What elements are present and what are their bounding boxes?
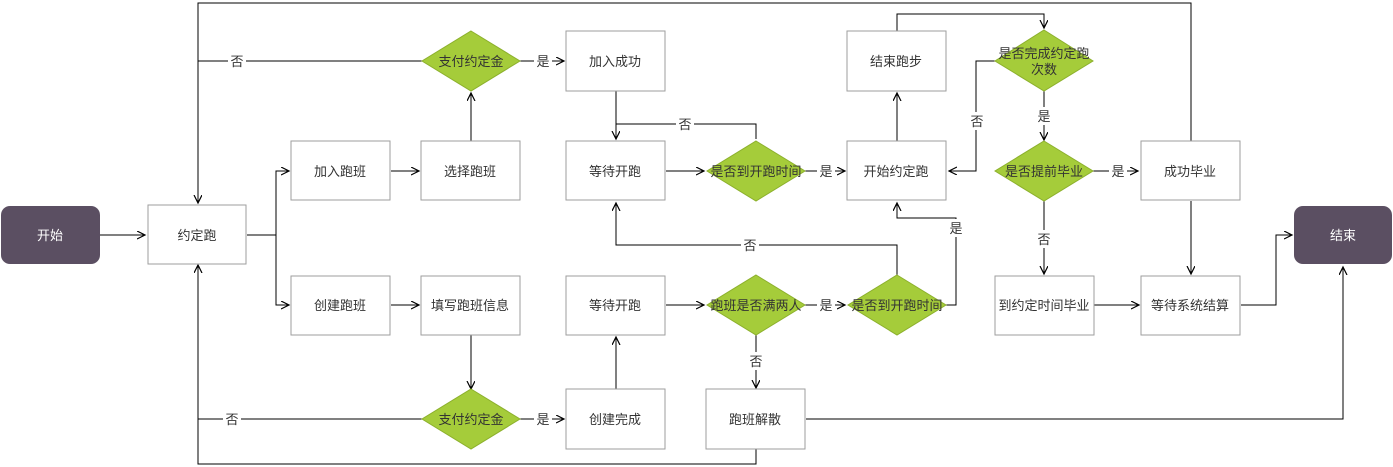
label-runtime-no-top: 否 <box>678 118 691 133</box>
edge-end-running-to-completed <box>896 13 1044 31</box>
join-class-label: 加入跑班 <box>314 165 366 180</box>
edge-appointment-to-create <box>275 235 289 305</box>
start-node: 开始 <box>1 206 100 264</box>
label-completed-yes: 是 <box>1037 110 1050 125</box>
end-running-box <box>846 30 947 92</box>
wait-start-top-box <box>565 140 666 201</box>
pay-deposit-top-diamond <box>421 30 521 92</box>
label-pay-yes-bottom: 是 <box>536 413 549 428</box>
join-success-box <box>565 30 666 92</box>
graduate-success-box <box>1140 140 1241 201</box>
edge-appointment-to-join <box>247 171 289 236</box>
create-class-box <box>290 275 391 336</box>
start-label: 开始 <box>37 229 63 244</box>
class-disband-box <box>705 388 806 450</box>
create-done-box <box>565 388 666 450</box>
start-appointment-run-label: 开始约定跑 <box>863 165 928 180</box>
edge-settle-to-end <box>1241 235 1292 306</box>
label-pay-no-top: 否 <box>230 55 243 70</box>
start-appointment-run-box <box>846 140 947 201</box>
edge-runtime-bottom-yes-to-start <box>897 203 957 306</box>
create-class-label: 创建跑班 <box>314 299 366 314</box>
join-success-label: 加入成功 <box>589 55 641 70</box>
label-runtime-no-bottom: 否 <box>743 239 756 254</box>
label-pay-yes-top: 是 <box>536 55 549 70</box>
join-class-box <box>290 140 391 201</box>
end-node: 结束 <box>1294 206 1392 264</box>
label-early-yes: 是 <box>1111 165 1124 180</box>
wait-settlement-box <box>1140 275 1241 336</box>
wait-start-top-label: 等待开跑 <box>589 164 641 180</box>
wait-start-bottom-label: 等待开跑 <box>589 298 641 314</box>
create-done-label: 创建完成 <box>589 413 641 428</box>
appointment-run-label: 约定跑 <box>177 229 216 244</box>
early-graduate-label: 是否提前毕业 <box>1005 164 1083 180</box>
graduate-on-time-label: 到约定时间毕业 <box>998 299 1089 314</box>
edge-runtime-no-loop <box>616 123 757 139</box>
edge-graduate-loop-top <box>197 2 1192 141</box>
edge-disband-to-end <box>806 267 1343 420</box>
edge-disband-loop-bottom <box>197 419 757 465</box>
class-full-diamond <box>706 274 806 336</box>
edge-labels: 否 是 否 是 否 是 是 否 否 是 是 否 否 是 <box>223 52 1127 428</box>
is-run-time-bottom-diamond <box>847 274 947 336</box>
completed-times-label-line1: 是否完成约定跑 <box>998 47 1089 62</box>
graduate-success-label: 成功毕业 <box>1164 165 1216 180</box>
pay-deposit-bottom-label: 支付约定金 <box>438 412 503 428</box>
early-graduate-diamond <box>994 140 1094 202</box>
fill-info-box <box>420 275 521 336</box>
wait-start-bottom-box <box>565 275 666 336</box>
fill-info-label: 填写跑班信息 <box>431 298 509 314</box>
pay-deposit-top-label: 支付约定金 <box>438 54 503 70</box>
is-run-time-bottom-label: 是否到开跑时间 <box>851 299 942 314</box>
process-labels: 约定跑 加入跑班 选择跑班 创建跑班 填写跑班信息 加入成功 等待开跑 等待开跑… <box>177 55 1229 428</box>
end-label: 结束 <box>1330 229 1356 244</box>
end-running-label: 结束跑步 <box>870 55 922 70</box>
completed-times-label-line2: 次数 <box>1031 62 1057 78</box>
label-early-no: 否 <box>1037 233 1050 248</box>
select-class-label: 选择跑班 <box>444 165 496 180</box>
label-pay-no-bottom: 否 <box>225 413 238 428</box>
class-full-label: 跑班是否满两人 <box>710 299 801 314</box>
class-disband-label: 跑班解散 <box>729 413 781 428</box>
appointment-run-box <box>147 204 247 265</box>
label-full-yes: 是 <box>819 299 832 314</box>
graduate-on-time-box <box>994 275 1095 336</box>
is-run-time-top-diamond <box>706 140 806 202</box>
process-boxes <box>147 30 1241 450</box>
completed-times-diamond <box>994 29 1094 92</box>
label-completed-no: 否 <box>970 115 983 130</box>
decision-labels: 支付约定金 支付约定金 是否到开跑时间 跑班是否满两人 是否到开跑时间 是否完成… <box>438 47 1089 428</box>
select-class-box <box>420 140 521 201</box>
is-run-time-top-label: 是否到开跑时间 <box>710 165 801 180</box>
label-full-no: 否 <box>749 355 762 370</box>
decision-diamonds <box>421 29 1094 450</box>
label-runtime-yes-top: 是 <box>819 165 832 180</box>
label-runtime-yes-bottom: 是 <box>949 222 962 237</box>
wait-settlement-label: 等待系统结算 <box>1151 298 1229 314</box>
pay-deposit-bottom-diamond <box>421 388 521 450</box>
